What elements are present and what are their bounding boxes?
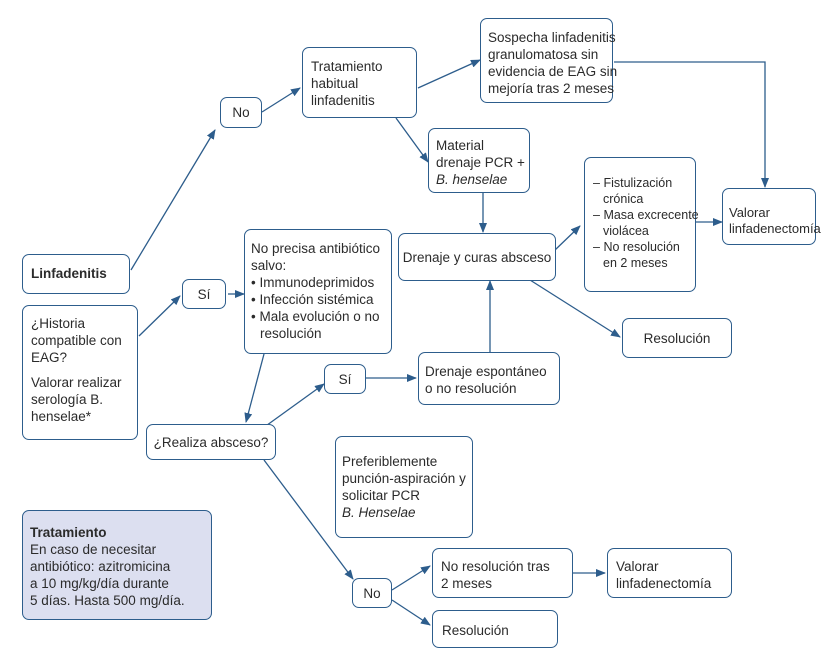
tratamiento-habitual-box: Tratamiento habitual linfadenitis: [302, 47, 417, 118]
no-precisa-item: • Infección sistémica: [251, 292, 374, 307]
no-precisa-line: salvo:: [251, 258, 287, 273]
drenaje-curas-box: Drenaje y curas absceso: [398, 233, 556, 281]
arrow-no-to-resolucion: [391, 599, 431, 626]
sospecha-box: Sospecha linfadenitis granulomatosa sin …: [480, 18, 618, 103]
no-resolucion-tras-line: No resolución tras: [441, 559, 550, 574]
no-bottom-label: No: [363, 585, 381, 601]
sospecha-line: granulomatosa sin: [488, 47, 599, 62]
valorar-bottom-line: Valorar: [616, 559, 659, 574]
si-left-label: Sí: [197, 286, 211, 302]
preferiblemente-organism: B. Henselae: [342, 505, 416, 520]
valorar-top-line: Valorar: [729, 205, 770, 220]
fistulizacion-item-cont: crónica: [603, 192, 644, 206]
arrow-drenaje-to-resolucion: [529, 279, 621, 338]
arrow-no-to-tratamiento: [261, 87, 301, 113]
historia-q-line: compatible con: [31, 333, 122, 348]
tratamiento-box: Tratamiento En caso de necesitar antibió…: [22, 510, 212, 620]
preferiblemente-box: Preferiblemente punción-aspiración y sol…: [335, 436, 473, 538]
no-precisa-item-cont: resolución: [260, 326, 322, 341]
tratamiento-habitual-line: Tratamiento: [311, 59, 383, 74]
no-precisa-item: • Immunodeprimidos: [251, 275, 375, 290]
tratamiento-habitual-line: habitual: [311, 76, 359, 91]
arrow-sospecha-to-valorar: [614, 61, 769, 188]
tratamiento-line: a 10 mg/kg/día durante: [30, 576, 169, 591]
resolucion-bottom-label: Resolución: [442, 623, 509, 638]
linfadenitis-box: Linfadenitis: [22, 254, 130, 294]
linfadenitis-label: Linfadenitis: [31, 266, 107, 281]
arrow-tratamiento-to-sospecha: [417, 59, 481, 89]
si-mid-box: Sí: [324, 364, 366, 394]
no-precisa-box: No precisa antibiótico salvo: • Immunode…: [244, 229, 392, 354]
valorar-top-box: Valorar linfadenectomía: [722, 188, 821, 245]
sospecha-line: evidencia de EAG sin: [488, 64, 618, 79]
sospecha-line: Sospecha linfadenitis: [488, 30, 616, 45]
no-top-label: No: [232, 105, 250, 120]
fistulizacion-box: – Fistulización crónica – Masa excrecent…: [584, 157, 699, 292]
historia-v-line: henselae*: [31, 409, 92, 424]
arrow-tratamiento-to-material: [395, 117, 429, 163]
fistulizacion-item-cont: en 2 meses: [603, 256, 668, 270]
drenaje-espontaneo-box: Drenaje espontáneo o no resolución: [418, 352, 560, 405]
no-resolucion-tras-line: 2 meses: [441, 576, 493, 591]
resolucion-mid-label: Resolución: [643, 330, 711, 346]
arrow-linfadenitis-to-no: [130, 129, 216, 271]
arrow-historia-to-si: [138, 295, 181, 337]
tratamiento-line: antibiótico: azitromicina: [30, 559, 171, 574]
arrow-noprecisa-to-realiza: [244, 353, 265, 423]
fistulizacion-item: – Masa excrecente: [593, 208, 699, 222]
no-bottom-box: No: [352, 578, 392, 608]
arrow-realiza-to-si: [262, 383, 325, 429]
valorar-bottom-box: Valorar linfadenectomía: [607, 548, 732, 598]
arrow-realiza-to-no: [263, 459, 354, 580]
resolucion-mid-box: Resolución: [622, 318, 732, 358]
no-precisa-line: No precisa antibiótico: [251, 241, 381, 256]
arrow-drenaje-to-fistulizacion: [554, 225, 581, 251]
realiza-absceso-box: ¿Realiza absceso?: [146, 424, 276, 460]
historia-q-line: EAG?: [31, 350, 68, 365]
fistulizacion-item: – Fistulización: [593, 176, 673, 190]
historia-box: ¿Historia compatible con EAG? Valorar re…: [22, 305, 138, 440]
si-left-box: Sí: [182, 279, 226, 309]
tratamiento-habitual-line: linfadenitis: [311, 93, 375, 108]
tratamiento-line: 5 días. Hasta 500 mg/día.: [30, 593, 185, 608]
fistulizacion-item-cont: violácea: [603, 224, 649, 238]
si-mid-label: Sí: [338, 371, 352, 387]
historia-v-line: serología B.: [31, 392, 104, 407]
valorar-top-line: linfadenectomía: [729, 221, 821, 236]
material-line: Material: [436, 138, 485, 153]
fistulizacion-item: – No resolución: [593, 240, 680, 254]
realiza-absceso-label: ¿Realiza absceso?: [153, 434, 269, 450]
sospecha-line: mejoría tras 2 meses: [488, 81, 615, 96]
no-top-box: No: [220, 97, 262, 128]
tratamiento-line: En caso de necesitar: [30, 542, 157, 557]
drenaje-curas-label: Drenaje y curas absceso: [402, 249, 552, 265]
drenaje-espontaneo-line: Drenaje espontáneo: [425, 364, 547, 379]
preferiblemente-line: Preferiblemente: [342, 454, 438, 469]
historia-v-line: Valorar realizar: [31, 375, 122, 390]
material-organism: B. henselae: [436, 172, 508, 187]
preferiblemente-line: solicitar PCR: [342, 488, 421, 503]
drenaje-espontaneo-line: o no resolución: [425, 381, 517, 396]
tratamiento-title: Tratamiento: [30, 525, 107, 540]
arrow-no-to-noresolucion: [391, 565, 431, 591]
material-box: Material drenaje PCR + B. henselae: [428, 128, 530, 193]
no-precisa-item: • Mala evolución o no: [251, 309, 380, 324]
valorar-bottom-line: linfadenectomía: [616, 576, 712, 591]
preferiblemente-line: punción-aspiración y: [342, 471, 466, 486]
no-resolucion-tras-box: No resolución tras 2 meses: [432, 548, 573, 598]
material-line: drenaje PCR +: [436, 155, 525, 170]
resolucion-bottom-box: Resolución: [432, 610, 558, 648]
historia-q-line: ¿Historia: [31, 316, 86, 331]
